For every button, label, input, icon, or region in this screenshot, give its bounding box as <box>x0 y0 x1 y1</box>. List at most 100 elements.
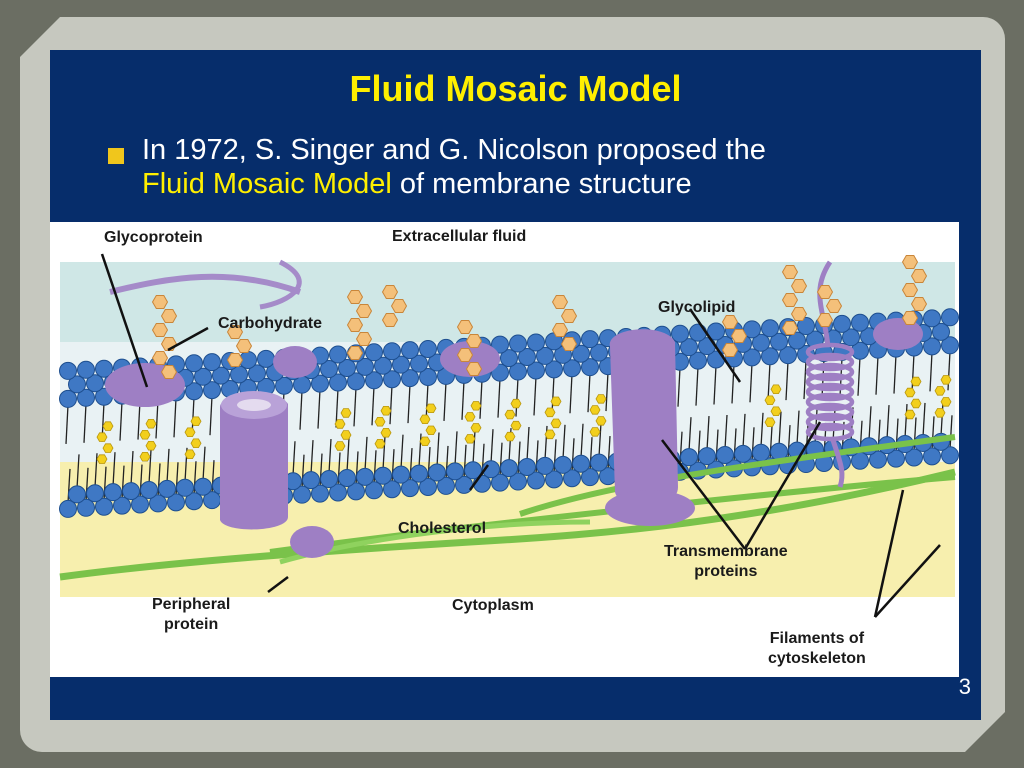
phospholipid-head <box>113 496 131 515</box>
phospholipid-head <box>500 349 518 368</box>
cholesterol-ring <box>340 408 352 418</box>
cholesterol-ring <box>544 429 556 440</box>
cholesterol-ring <box>380 405 392 416</box>
sugar-unit <box>910 297 928 311</box>
sugar-unit <box>560 337 578 351</box>
cholesterol-ring <box>184 449 196 460</box>
sugar-unit <box>816 313 834 327</box>
helix-coil <box>805 392 855 412</box>
phospholipid-head <box>689 323 707 342</box>
helix-coil <box>805 372 855 392</box>
cholesterol-ring <box>770 384 782 395</box>
sugar-unit <box>790 279 808 293</box>
cholesterol-ring <box>550 396 562 407</box>
sugar-unit <box>730 329 748 343</box>
phospholipid-head <box>941 308 959 327</box>
phospholipid-head <box>743 320 761 339</box>
cholesterol-ring <box>904 387 916 398</box>
cholesterol-ring <box>190 438 202 449</box>
phospholipid-head <box>545 470 563 489</box>
cholesterol-ring <box>425 425 437 436</box>
phospholipid-head <box>167 493 185 512</box>
phospholipid-head <box>347 482 365 501</box>
cholesterol-ring <box>464 434 476 444</box>
phospholipid-head <box>86 484 104 503</box>
helix-coil <box>805 362 855 382</box>
sugar-unit <box>456 348 474 362</box>
cholesterol-ring <box>510 420 522 431</box>
phospholipid-head <box>536 346 554 365</box>
phospholipid-head <box>671 324 689 343</box>
label-peripheral-protein: Peripheral protein <box>152 595 230 635</box>
sugar-unit <box>346 318 364 332</box>
phospholipid-head <box>833 314 851 333</box>
label-filaments-of-cytoskeleton: Filaments of cytoskeleton <box>768 629 866 669</box>
surface-protein <box>873 318 923 350</box>
helix-coil <box>805 402 855 422</box>
cholesterol-ring <box>102 421 114 431</box>
bullet-text-line2: Fluid Mosaic Model of membrane structure <box>142 168 692 201</box>
phospholipid-head <box>383 370 401 389</box>
phospholipid-head <box>257 349 275 368</box>
phospholipid-head <box>437 476 455 495</box>
phospholipid-head <box>941 446 959 465</box>
phospholipid-head <box>410 354 428 373</box>
phospholipid-head <box>446 462 464 481</box>
phospholipid-head <box>869 450 887 469</box>
phospholipid-head <box>716 445 734 464</box>
phospholipid-head <box>329 345 347 364</box>
sugar-unit <box>465 334 483 348</box>
phospholipid-head <box>338 358 356 377</box>
phospholipid-head <box>527 333 545 352</box>
phospholipid-head <box>905 448 923 467</box>
cholesterol-ring <box>102 443 114 453</box>
phospholipid-head <box>68 375 86 394</box>
cholesterol-ring <box>334 441 346 451</box>
phospholipid-head <box>383 480 401 499</box>
phospholipid-head <box>86 374 104 393</box>
phospholipid-head <box>545 360 563 379</box>
phospholipid-head <box>374 466 392 485</box>
cholesterol-ring <box>425 403 437 414</box>
phospholipid-head <box>536 456 554 475</box>
cholesterol-ring <box>910 376 922 387</box>
cholesterol-ring <box>464 412 476 422</box>
label-pointers <box>100 253 941 618</box>
phospholipid-head <box>77 388 95 407</box>
cholesterol-ring <box>380 427 392 438</box>
phospholipid-head <box>779 346 797 365</box>
cholesterol-ring <box>770 406 782 417</box>
phospholipid-head <box>464 461 482 480</box>
label-peripheral-line1: Peripheral <box>152 596 231 613</box>
cholesterol-ring <box>374 438 386 449</box>
phospholipid-head <box>185 354 203 373</box>
phospholipid-head <box>365 343 383 362</box>
phospholipid-head <box>356 357 374 376</box>
phospholipid-head <box>509 472 527 491</box>
bullet-text-rest: of membrane structure <box>391 168 692 200</box>
slide: Fluid Mosaic Model In 1972, S. Singer an… <box>50 50 981 720</box>
phospholipid-head <box>581 468 599 487</box>
label-filaments-line1: Filaments of <box>769 630 865 647</box>
sugar-unit <box>901 255 919 269</box>
sugar-unit <box>226 325 244 339</box>
phospholipid-head <box>320 470 338 489</box>
helix-coil <box>805 382 855 402</box>
phospholipid-head <box>203 353 221 372</box>
cholesterol-ring <box>190 416 202 427</box>
glycoprotein-strand <box>109 273 302 295</box>
phospholipid-head <box>581 358 599 377</box>
cholesterol-ring <box>904 409 916 420</box>
cholesterol-ring <box>96 454 108 464</box>
cholesterol-ring <box>419 436 431 447</box>
label-transmembrane-proteins: Transmembrane proteins <box>664 542 788 582</box>
sugar-unit <box>721 315 739 329</box>
phospholipid-head <box>419 478 437 497</box>
phospholipid-head <box>203 381 221 400</box>
phospholipid-head <box>680 338 698 357</box>
sugar-unit <box>560 309 578 323</box>
cholesterol-ring <box>940 397 952 407</box>
phospholipid-head <box>527 471 545 490</box>
phospholipid-head <box>338 468 356 487</box>
